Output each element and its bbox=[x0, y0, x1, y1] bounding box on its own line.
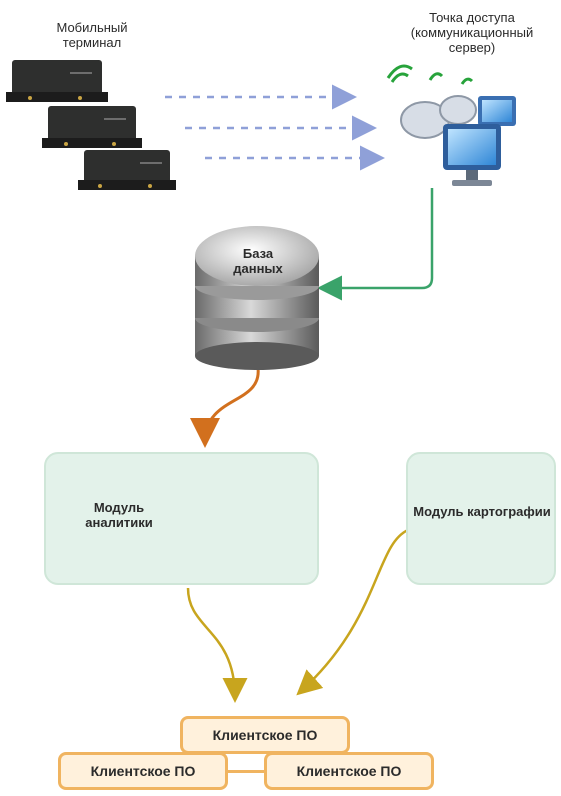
terminal-device-3 bbox=[78, 150, 176, 190]
database-icon bbox=[195, 226, 319, 370]
terminal-device-1 bbox=[6, 60, 108, 102]
database-label: База данных bbox=[233, 246, 283, 276]
client-software-top: Клиентское ПО bbox=[180, 716, 350, 754]
client-software-left: Клиентское ПО bbox=[58, 752, 228, 790]
access-point-label: Точка доступа (коммуникационный сервер) bbox=[410, 10, 534, 55]
server-to-db-arrow bbox=[317, 188, 434, 301]
terminal-device-2 bbox=[42, 106, 142, 148]
access-point-icon bbox=[386, 64, 516, 186]
mobile-terminal-label: Мобильный терминал bbox=[56, 20, 128, 50]
client-connector bbox=[218, 770, 278, 773]
analytics-to-client-arrow bbox=[186, 587, 248, 703]
cartography-module-box bbox=[406, 452, 556, 585]
analytics-module-label: Модуль аналитики bbox=[85, 500, 153, 530]
cartography-module-label: Модуль картографии bbox=[413, 504, 551, 519]
db-to-analytics-arrow bbox=[190, 367, 260, 448]
cartography-to-client-arrow bbox=[296, 528, 409, 696]
client-software-right: Клиентское ПО bbox=[264, 752, 434, 790]
analytics-module-box bbox=[44, 452, 319, 585]
